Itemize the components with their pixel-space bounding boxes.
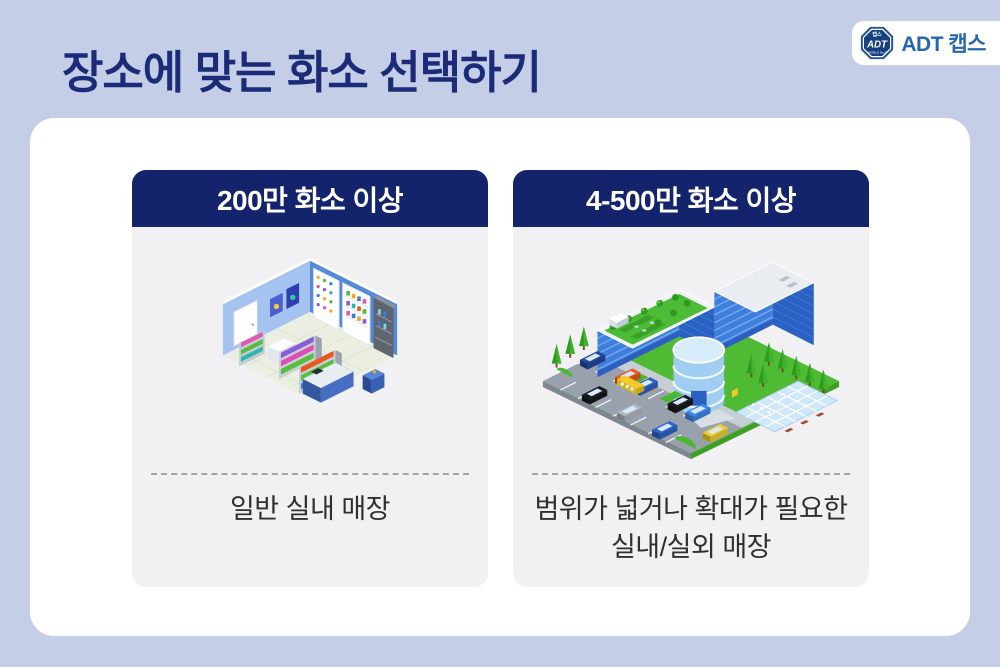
- card-4-5mp-body: 범위가 넓거나 확대가 필요한 실내/실외 매장: [513, 227, 869, 587]
- indoor-store-illustration: [132, 227, 488, 473]
- office-building-left-wing: [596, 289, 716, 378]
- shuttle-bus: [616, 375, 645, 395]
- caption-line: 범위가 넓거나 확대가 필요한: [534, 494, 848, 524]
- caption-line: 실내/실외 매장: [610, 532, 772, 563]
- rooftop-garden: [604, 293, 708, 345]
- adt-brand-text: ADT 캡스: [901, 33, 986, 56]
- building-illustration: [513, 227, 869, 473]
- card-2mp-caption: 일반 실내 매장: [229, 490, 391, 528]
- card-2mp: 200만 화소 이상: [132, 170, 488, 587]
- indoor-store-icon: [222, 257, 398, 403]
- store-corner-cabinet: [373, 295, 398, 359]
- badge-top-text: 캡스: [873, 31, 883, 38]
- card-4-5mp-header: 4-500만 화소 이상: [513, 170, 869, 227]
- adt-badge-icon: 캡스 ADT WORLD No.1: [861, 26, 894, 60]
- store-wall-shelf: [342, 282, 371, 347]
- dashed-divider: [151, 473, 469, 475]
- content-panel: 200만 화소 이상: [30, 118, 970, 636]
- adt-caps-logo: 캡스 ADT WORLD No.1 ADT 캡스: [852, 21, 1000, 65]
- store-small-shelf: [239, 330, 265, 367]
- store-vending-unit: [313, 267, 340, 331]
- office-building-right-wing: [713, 261, 815, 354]
- card-4-5mp-caption: 범위가 넓거나 확대가 필요한 실내/실외 매장: [534, 490, 848, 567]
- card-2mp-header-label: 200만 화소 이상: [216, 184, 404, 216]
- badge-bottom-text: WORLD No.1: [868, 51, 887, 55]
- store-checkout-counter: [301, 362, 355, 403]
- card-2mp-body: 일반 실내 매장: [132, 227, 488, 587]
- office-building-icon: [542, 261, 840, 460]
- card-4-5mp: 4-500만 화소 이상: [513, 170, 869, 587]
- page-title: 장소에 맞는 화소 선택하기: [62, 47, 542, 98]
- card-2mp-header: 200만 화소 이상: [132, 170, 488, 227]
- caption-line: 일반 실내 매장: [229, 494, 391, 524]
- dashed-divider: [532, 473, 850, 475]
- fountain-plaza: [734, 380, 839, 433]
- badge-main-text: ADT: [866, 39, 888, 50]
- store-kiosk: [362, 369, 385, 394]
- wind-turbine: [543, 349, 555, 370]
- card-4-5mp-header-label: 4-500만 화소 이상: [586, 184, 796, 216]
